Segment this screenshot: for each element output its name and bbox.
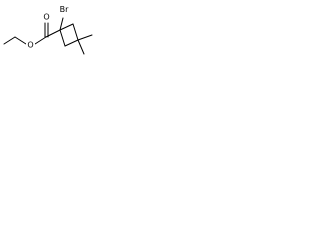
bond-ch2-o [14,36,27,45]
carbonyl-oxygen-label: O [43,13,49,22]
bond-ring-br [59,17,64,31]
bond-o-carbonyl-c [34,36,47,45]
structure-canvas: O O Br [0,0,102,68]
molecule-structure: O O Br [3,4,93,55]
bond-ch3-ch2 [3,36,16,45]
carbonyl-oxygen-bg [42,12,51,22]
bromine-bg [57,4,71,15]
bond-methyl-a [77,34,93,41]
bromine-label: Br [60,5,69,14]
bond-ring-c1-c2 [59,23,74,31]
ester-oxygen-bg [26,40,35,50]
bond-ring-c4-c1 [59,29,66,47]
bond-ring-c3-c4 [64,39,79,47]
bond-ring-c2-c3 [72,23,79,41]
bond-carbonyl-c-ring [45,29,61,38]
bond-methyl-b [77,39,85,55]
ester-oxygen-label: O [27,41,33,50]
